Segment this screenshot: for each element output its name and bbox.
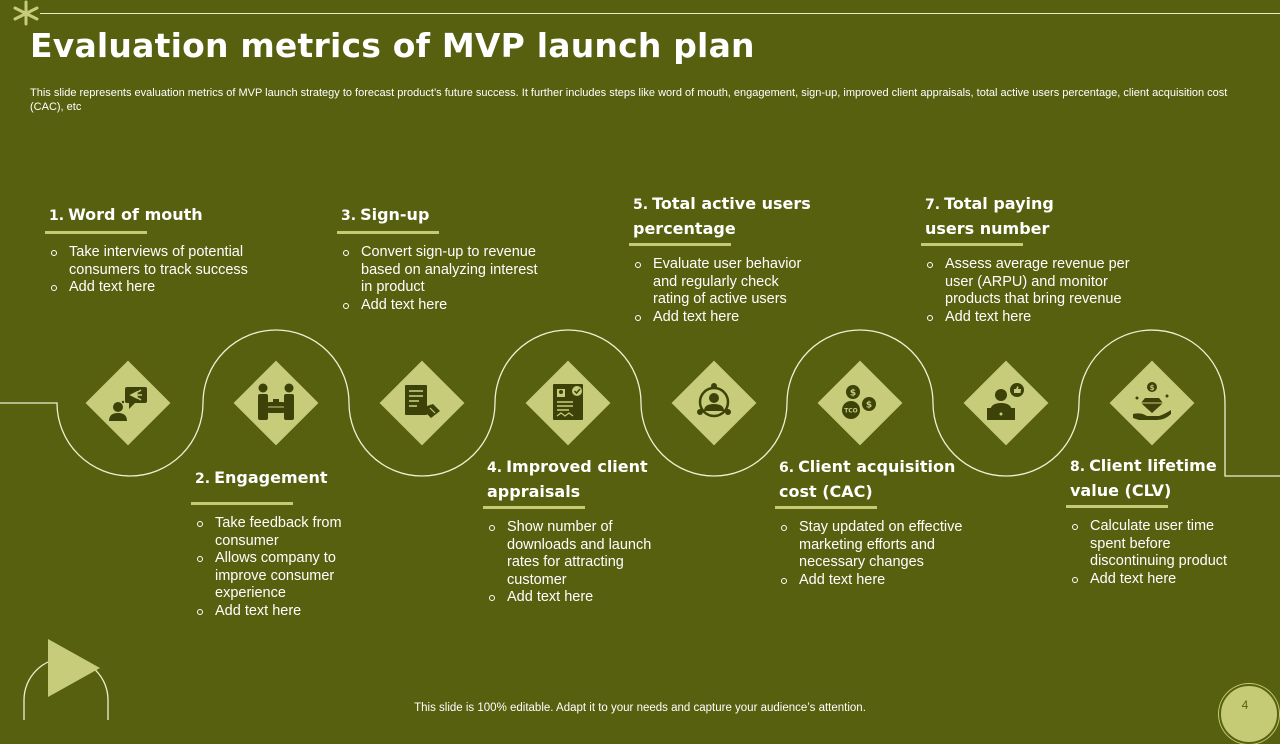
step-title: 8.Client lifetime value (CLV) <box>1070 456 1217 500</box>
laptop-thumbs-up-icon <box>987 383 1024 420</box>
bullet-item: Take feedback from consumer <box>197 515 365 550</box>
handshake-people-icon <box>258 383 294 420</box>
timeline-wave <box>0 329 1280 720</box>
top-rule <box>40 13 1280 14</box>
step-title: 6.Client acquisition cost (CAC) <box>779 457 956 501</box>
bullet-item: Add text here <box>781 572 969 590</box>
bullet-item: Add text here <box>927 309 1135 327</box>
svg-text:$: $ <box>866 401 872 411</box>
svg-text:$: $ <box>850 389 856 399</box>
page-subtitle: This slide represents evaluation metrics… <box>30 87 1228 113</box>
bullet-item: Add text here <box>343 297 541 315</box>
footer-note: This slide is 100% editable. Adapt it to… <box>414 702 866 714</box>
bullet-item: Take interviews of potential consumers t… <box>51 244 248 278</box>
bullet-item: Evaluate user behavior and regularly che… <box>635 256 813 309</box>
asterisk-icon <box>13 0 39 26</box>
svg-text:TCO: TCO <box>844 408 858 415</box>
active-user-cycle-icon <box>697 383 731 418</box>
step-7: 7.Total paying users number Assess avera… <box>921 192 1135 327</box>
speech-megaphone-icon <box>109 387 147 421</box>
step-title: 1.Word of mouth <box>49 205 203 224</box>
bullet-item: Stay updated on effective marketing effo… <box>781 519 969 572</box>
step-4: 4.Improved client appraisals Show number… <box>483 455 657 607</box>
bullet-item: Allows company to improve consumer exper… <box>197 550 365 603</box>
bullet-item: Add text here <box>197 603 365 621</box>
certificate-icon <box>553 384 583 420</box>
bullet-item: Convert sign-up to revenue based on anal… <box>343 244 541 297</box>
page-title: Evaluation metrics of MVP launch plan <box>30 26 755 65</box>
page-number: 4 <box>1241 698 1249 712</box>
svg-text:$: $ <box>1150 384 1155 392</box>
step-title: 3.Sign-up <box>341 205 430 224</box>
step-2: 2.Engagement Take feedback from consumer… <box>191 466 365 621</box>
step-title: 7.Total paying users number <box>925 194 1054 238</box>
diamond-hand-icon: $ <box>1133 382 1171 420</box>
step-8: 8.Client lifetime value (CLV) Calculate … <box>1066 454 1250 589</box>
step-title: 4.Improved client appraisals <box>487 457 648 501</box>
bullet-item: Add text here <box>1072 571 1250 589</box>
step-5: 5.Total active users percentage Evaluate… <box>629 192 813 327</box>
step-title: 5.Total active users percentage <box>633 194 811 238</box>
page-number-badge <box>1219 684 1279 744</box>
bullet-item: Add text here <box>51 279 249 297</box>
bullet-item: Assess average revenue per user (ARPU) a… <box>927 256 1135 309</box>
step-1: 1.Word of mouth Take interviews of poten… <box>45 203 249 297</box>
bullet-item: Calculate user time spent before discont… <box>1072 518 1250 571</box>
play-icon <box>48 639 100 697</box>
bullet-item: Add text here <box>635 309 813 327</box>
bullet-item: Show number of downloads and launch rate… <box>489 519 657 589</box>
coins-tco-icon: $ $ TCO <box>842 385 876 419</box>
step-6: 6.Client acquisition cost (CAC) Stay upd… <box>775 455 969 590</box>
bullet-item: Add text here <box>489 589 657 607</box>
step-title: 2.Engagement <box>195 468 328 487</box>
document-signup-icon <box>405 385 440 418</box>
step-3: 3.Sign-up Convert sign-up to revenue bas… <box>337 203 541 315</box>
